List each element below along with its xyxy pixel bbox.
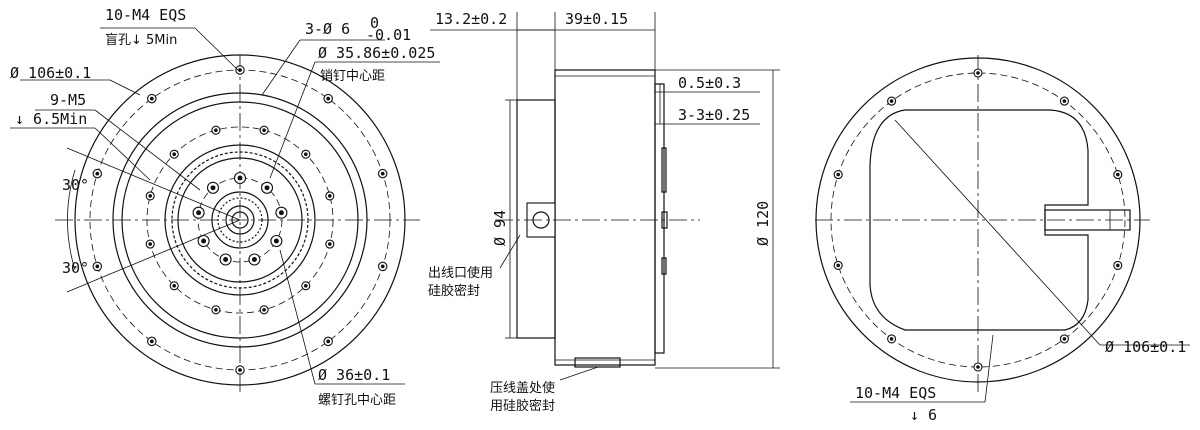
front-inner-hole-center [264,185,270,191]
front-mid-hole-center [328,194,332,198]
front-outer-hole-center [238,68,242,72]
front-inner-hole-center [237,175,243,181]
front-outer-hole-center [238,368,242,372]
front-mid-hole-center [148,194,152,198]
label-screw-center: Ø 36±0.1 [318,366,390,384]
front-gear-ring [164,144,316,296]
front-inner-hole-center [273,238,279,244]
back-hole-center [889,337,894,341]
label-back-outer-dia: Ø 106±0.1 [1105,338,1186,356]
label-cover-cn-2: 用硅胶密封 [490,398,555,414]
back-bolt-holes [833,68,1123,372]
back-view [815,55,1190,403]
back-hole-center [836,172,840,177]
side-body [554,69,656,366]
front-outer-hole-center [380,264,385,269]
front-outer-hole-center [149,96,154,101]
front-mid-hole-center [262,128,266,132]
label-offset2: 3-3±0.25 [678,106,750,124]
label-pin-center: Ø 35.86±0.025 [318,44,435,62]
back-hole-center [976,365,980,369]
front-mid-hole-center [148,242,152,246]
label-angle-bottom: 30° [62,259,89,277]
front-mid-hole-center [172,152,176,156]
front-outer-hole-center [95,171,100,176]
back-outer-circle [815,57,1141,383]
label-pin-tol-lower: -0.01 [366,26,411,44]
front-outer-hole-center [380,171,385,176]
side-labels: 13.2±0.2 39±0.15 0.5±0.3 3-3±0.25 Ø 94 Ø… [428,10,772,414]
label-eqs-bottom: 10-M4 EQS [855,384,936,402]
label-eqs-top: 10-M4 EQS [105,6,186,24]
label-outlet-cn-2: 硅胶密封 [428,283,480,299]
side-view [430,12,780,381]
label-offset1: 0.5±0.3 [678,74,741,92]
label-pin-holes: 3-Ø 6 [305,20,350,38]
front-outer-circle [74,54,406,386]
back-hole-center [1062,337,1067,341]
label-dia120: Ø 120 [754,201,772,246]
label-width1: 13.2±0.2 [435,10,507,28]
label-m5: 9-M5 [50,91,86,109]
label-cover-cn-1: 压线盖处使 [490,380,555,396]
front-outer-hole-center [149,339,154,344]
front-mid-hole-center [214,308,218,312]
front-mid-hole-center [262,308,266,312]
label-depth: ↓ 6 [910,406,937,424]
front-mid-hole-center [172,284,176,288]
front-inner-hole-center [251,257,257,262]
back-hole-center [1116,263,1120,268]
label-m5-depth: ↓ 6.5Min [15,110,87,128]
back-hole-center [889,99,894,103]
front-outer-hole-center [95,264,100,269]
front-inner-hole-center [210,185,216,191]
back-hole-center [976,71,980,75]
back-hole-center [1062,99,1067,103]
label-pin-center-cn: 销钉中心距 [320,69,385,84]
front-view [10,27,440,395]
label-blind-hole: 盲孔↓ 5Min [105,32,177,48]
label-dia94: Ø 94 [491,210,509,246]
label-screw-center-cn: 螺钉孔中心距 [318,393,396,408]
front-mid-hole-center [304,152,308,156]
front-labels: 10-M4 EQS 盲孔↓ 5Min 3-Ø 6 0 -0.01 Ø 35.86… [10,6,435,408]
label-outlet-cn-1: 出线口使用 [428,265,493,281]
front-middle-bolt-holes [145,125,335,315]
back-hole-center [836,263,840,268]
front-mid-hole-center [214,128,218,132]
front-inner-screw-holes [192,171,288,266]
front-outer-hole-center [326,339,331,344]
front-inner-hole-center [201,238,207,244]
front-inner-hole-center [278,210,284,216]
front-inner-hole-center [196,210,202,216]
label-width2: 39±0.15 [565,10,628,28]
back-labels: Ø 106±0.1 10-M4 EQS ↓ 6 [855,338,1186,424]
front-inner-hole-center [223,257,229,262]
front-outer-hole-center [326,96,331,101]
label-front-outer-dia: Ø 106±0.1 [10,64,91,82]
back-hole-center [1116,172,1120,177]
label-angle-top: 30° [62,176,89,194]
label-pin-tol-upper: 0 [370,14,379,32]
front-mid-hole-center [304,284,308,288]
front-mid-hole-center [328,242,332,246]
front-outer-bolt-holes [92,65,388,375]
